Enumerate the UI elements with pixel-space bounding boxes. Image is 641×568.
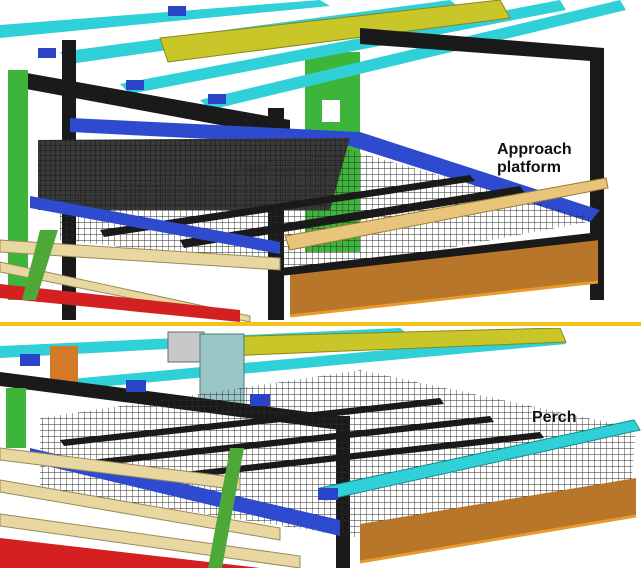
approach-platform-render bbox=[0, 0, 626, 322]
perch-render bbox=[0, 328, 641, 568]
perch-panel: Perch bbox=[0, 328, 641, 568]
approach-label-line-2: platform bbox=[497, 159, 561, 176]
approach-label-line-1: Approach bbox=[497, 141, 572, 158]
approach-platform-panel: Approach platform bbox=[0, 0, 626, 322]
panel-divider bbox=[0, 322, 641, 326]
approach-platform-label: Approach platform bbox=[497, 141, 607, 177]
perch-label: Perch bbox=[532, 409, 577, 426]
